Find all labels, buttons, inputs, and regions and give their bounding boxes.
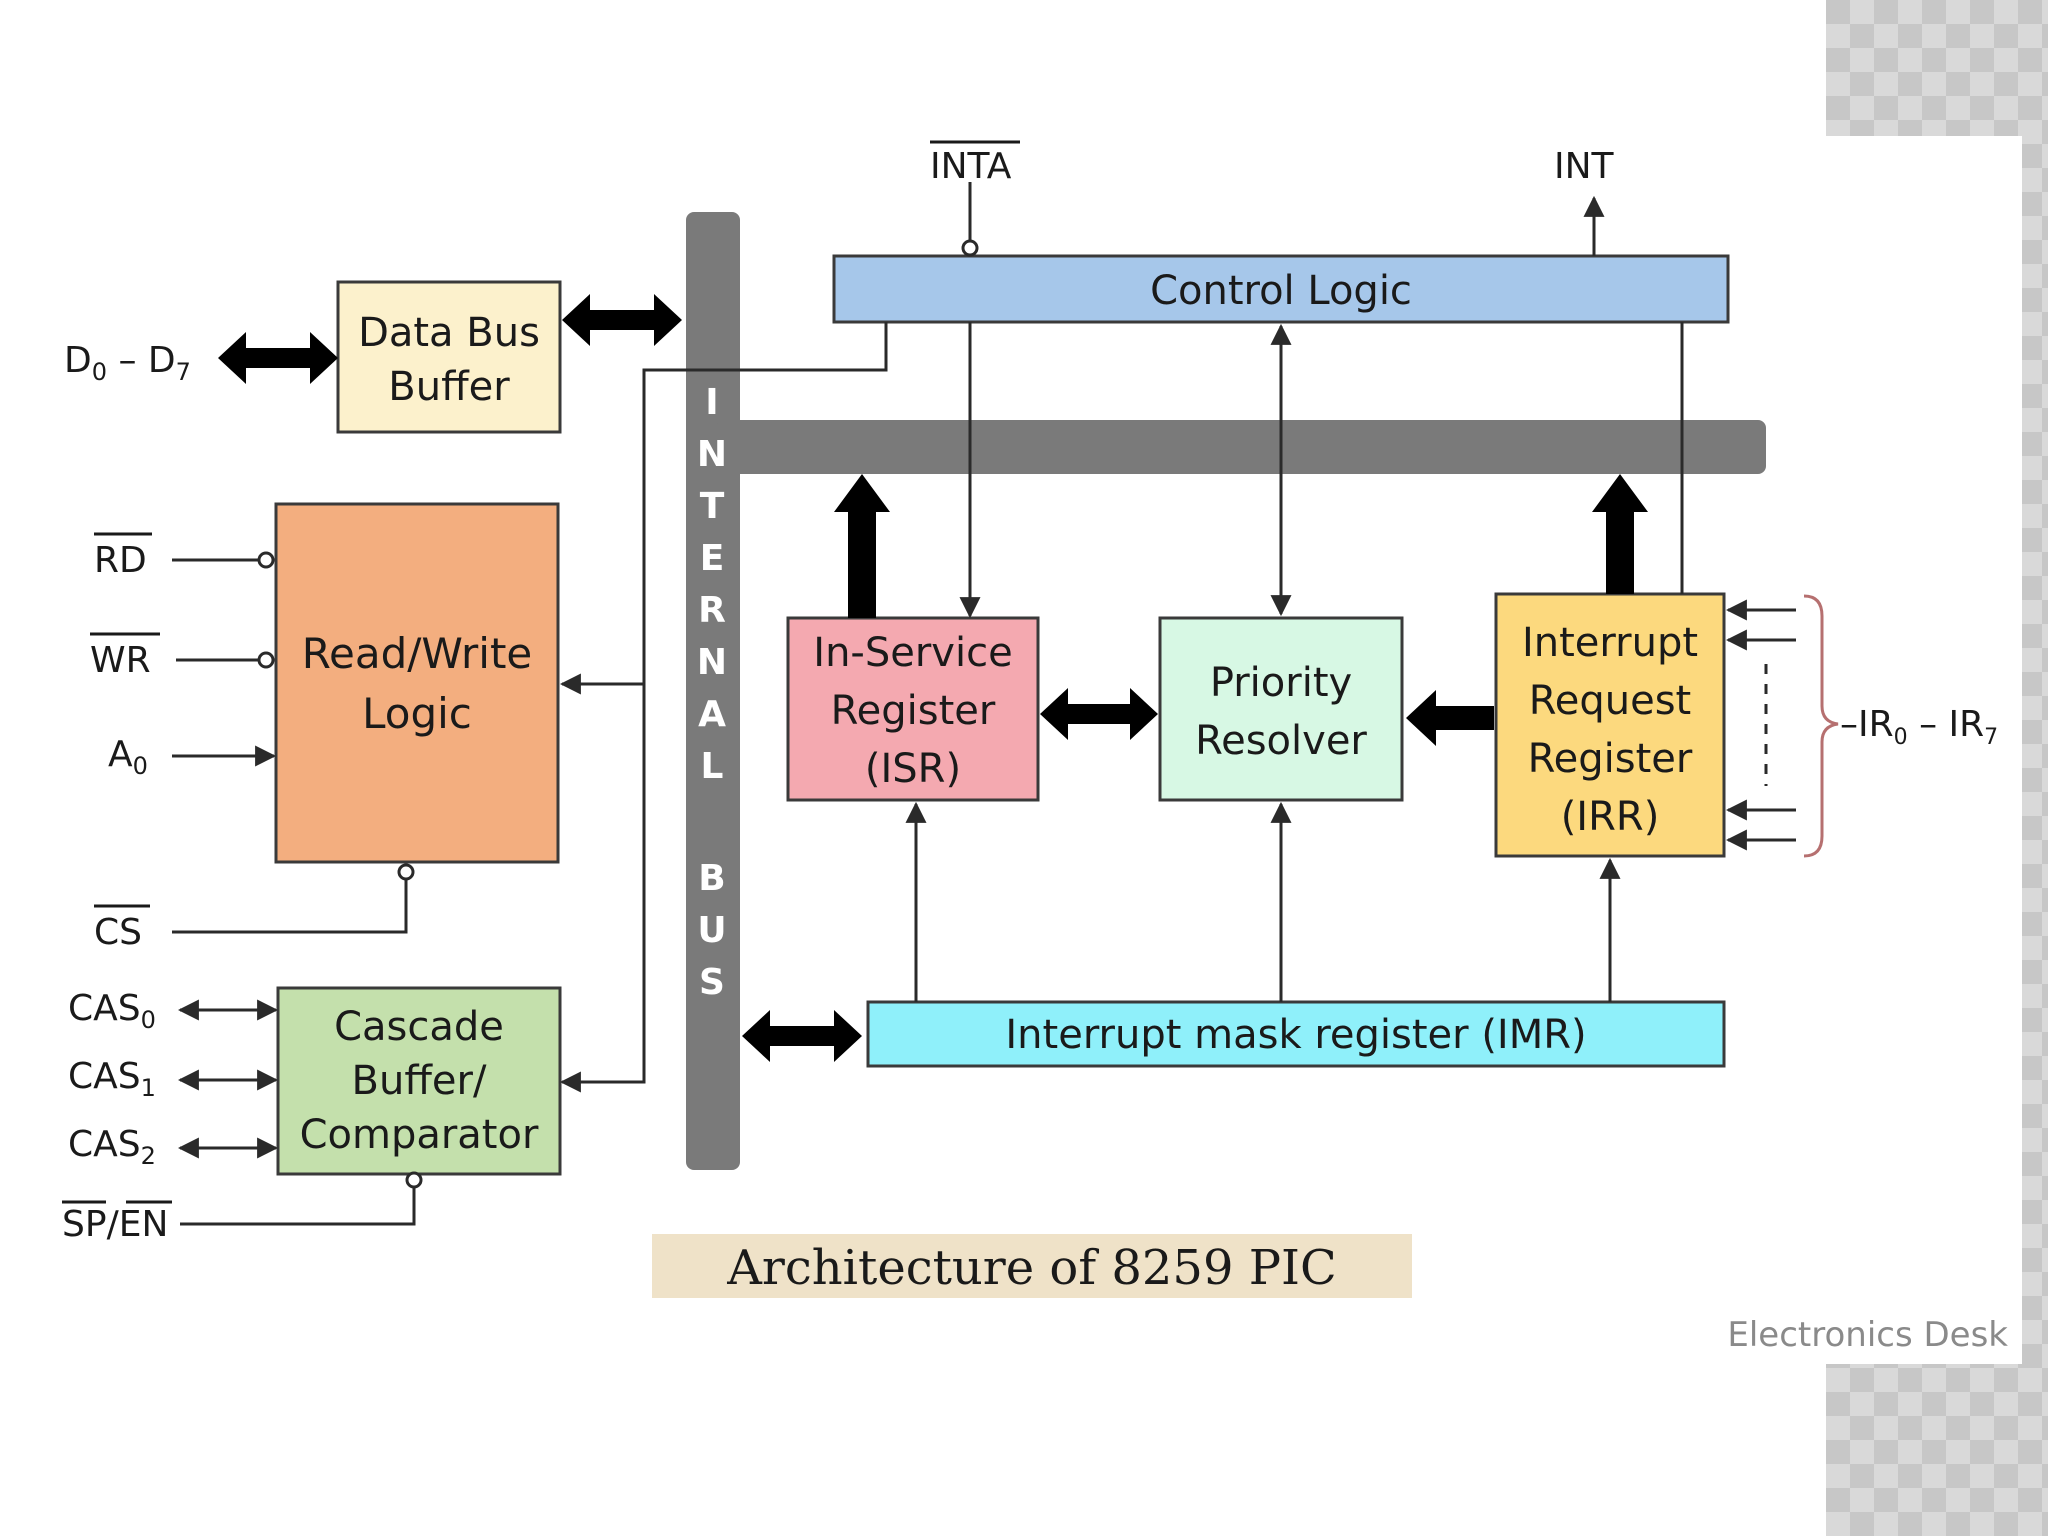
irr-to-bus-arrow xyxy=(1592,474,1648,594)
control-logic-label: Control Logic xyxy=(1150,268,1412,314)
data-bus-buffer-label-line2: Buffer xyxy=(388,364,510,410)
cascade-buffer-label-line3: Comparator xyxy=(300,1112,539,1158)
bus-letter: I xyxy=(705,382,718,423)
bus-letter: A xyxy=(698,694,726,735)
a0-label: A0 xyxy=(108,734,148,780)
irr-label-line1: Interrupt xyxy=(1522,620,1698,666)
isr-priority-double-arrow xyxy=(1040,688,1158,740)
watermark: Electronics Desk xyxy=(1727,1315,2008,1355)
bus-letter: N xyxy=(697,434,727,475)
priority-resolver-label-line1: Priority xyxy=(1210,660,1352,706)
control-to-cascade-wire xyxy=(559,684,646,1093)
bus-letter: R xyxy=(698,590,726,631)
irr-label-line3: Register xyxy=(1528,736,1693,782)
sp-en-label: SP/EN xyxy=(62,1204,168,1245)
bus-letter: E xyxy=(700,538,725,579)
bus-letter: B xyxy=(698,858,725,899)
control-to-rw-wire xyxy=(559,322,888,695)
wr-label: WR xyxy=(90,640,151,681)
isr-label-line2: Register xyxy=(831,688,996,734)
bus-letter: S xyxy=(699,962,725,1003)
data-bus-buffer-block xyxy=(336,280,562,434)
read-write-logic-label-line2: Logic xyxy=(362,689,472,738)
data-lines-label: D0 – D7 xyxy=(64,340,191,386)
isr-to-bus-arrow xyxy=(834,474,890,618)
bus-letter: U xyxy=(697,910,726,951)
cas1-label: CAS1 xyxy=(68,1056,156,1102)
imr-label: Interrupt mask register (IMR) xyxy=(1005,1012,1586,1058)
sp-en-bubble xyxy=(405,1171,423,1189)
read-write-logic-block xyxy=(274,502,560,864)
priority-resolver-block xyxy=(1158,616,1404,802)
buffer-bus-double-arrow xyxy=(562,294,682,346)
cs-bubble xyxy=(397,863,415,881)
cascade-buffer-label-line1: Cascade xyxy=(334,1004,504,1050)
priority-resolver-label-line2: Resolver xyxy=(1195,718,1367,764)
inta-label: INTA xyxy=(930,146,1012,187)
architecture-diagram: I N T E R N A L B U S Data Bus Buffer Re… xyxy=(62,140,2008,1355)
control-logic-block xyxy=(832,254,1730,324)
cas0-label: CAS0 xyxy=(68,988,156,1034)
sp-en-wire xyxy=(180,1186,416,1226)
ir-lines-label: –IR0 – IR7 xyxy=(1840,704,1998,750)
cascade-buffer-label-line2: Buffer/ xyxy=(352,1058,487,1104)
rd-label: RD xyxy=(94,540,147,581)
isr-label-line1: In-Service xyxy=(813,630,1012,676)
bus-letter: L xyxy=(701,746,724,787)
cas2-label: CAS2 xyxy=(68,1124,156,1170)
data-bus-double-arrow xyxy=(218,332,338,384)
internal-bus-vertical xyxy=(686,212,740,1170)
data-bus-buffer-label-line1: Data Bus xyxy=(358,310,540,356)
bus-imr-double-arrow xyxy=(742,1010,862,1062)
irr-block xyxy=(1494,592,1726,858)
diagram-caption: Architecture of 8259 PIC xyxy=(726,1240,1336,1296)
caption-background xyxy=(652,1234,1412,1298)
internal-bus-label: I N T E R N A L B U S xyxy=(697,382,727,1003)
irr-priority-arrow xyxy=(1406,690,1494,746)
inta-bubble xyxy=(961,239,979,257)
slide: I N T E R N A L B U S Data Bus Buffer Re… xyxy=(0,136,2022,1364)
irr-label-line4: (IRR) xyxy=(1561,794,1660,840)
irr-label-line2: Request xyxy=(1529,678,1691,724)
imr-block xyxy=(866,1000,1726,1068)
bus-letter: N xyxy=(697,642,727,683)
read-write-logic-label-line1: Read/Write xyxy=(302,629,533,678)
internal-bus-horizontal xyxy=(716,420,1766,474)
rd-bubble xyxy=(257,551,275,569)
cs-label: CS xyxy=(94,912,142,953)
wr-bubble xyxy=(257,651,275,669)
cs-wire xyxy=(172,880,408,934)
ir-brace xyxy=(1803,594,1839,858)
int-label: INT xyxy=(1554,146,1615,187)
isr-label-line3: (ISR) xyxy=(865,746,961,792)
isr-block xyxy=(786,616,1040,802)
bus-letter: T xyxy=(700,486,725,527)
